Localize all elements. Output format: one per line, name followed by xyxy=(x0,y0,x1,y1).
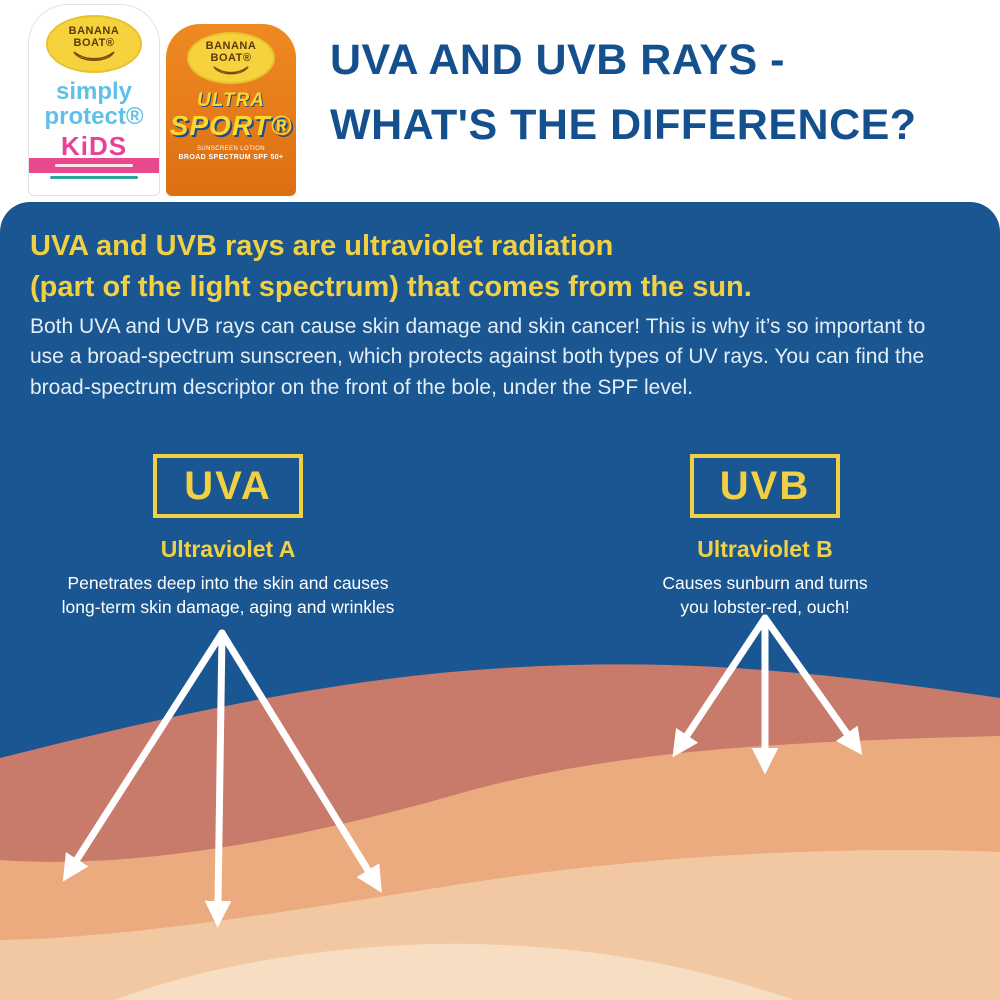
banana-boat-logo: BANANA BOAT® xyxy=(187,32,275,84)
bottle-ultra-sport: BANANA BOAT® ULTRA SPORT® SUNSCREEN LOTI… xyxy=(166,24,296,196)
page-title-line1: UVA AND UVB RAYS - xyxy=(330,36,785,84)
uva-description: Penetrates deep into the skin and causes… xyxy=(61,573,395,618)
pink-band-decoration xyxy=(29,158,159,173)
banana-icon xyxy=(213,65,249,74)
uva-title: Ultraviolet A xyxy=(160,536,296,562)
banana-boat-logo: BANANA BOAT® xyxy=(46,15,142,73)
product-name-ultra: ULTRA xyxy=(197,90,265,111)
uvb-title: Ultraviolet B xyxy=(697,536,833,562)
header: BANANA BOAT® simply protect® KiDS xyxy=(0,0,1000,202)
uvb-box: UVB xyxy=(690,454,840,518)
skin-diagram xyxy=(0,614,1000,1000)
uva-rays-arrows xyxy=(62,629,382,928)
product-subtext: SUNSCREEN LOTION BROAD SPECTRUM SPF 50+ xyxy=(178,146,284,161)
product-kids-label: KiDS xyxy=(60,131,128,162)
intro-headline: UVA and UVB rays are ultraviolet radiati… xyxy=(30,230,752,303)
bottle-simply-protect: BANANA BOAT® simply protect® KiDS xyxy=(28,4,160,196)
product-name-sport: SPORT® xyxy=(169,110,293,141)
uvb-description: Causes sunburn and turns you lobster-red… xyxy=(662,573,868,618)
skin-layer-4 xyxy=(115,943,795,1000)
page-title-line2: WHAT'S THE DIFFERENCE? xyxy=(330,100,917,149)
uva-box: UVA xyxy=(153,454,303,518)
logo-text: BANANA xyxy=(205,39,257,52)
uvb-column: UVB Ultraviolet B Causes sunburn and tur… xyxy=(585,454,945,619)
uvb-rays-arrows xyxy=(672,614,863,775)
page-title: UVA AND UVB RAYS - WHAT'S THE DIFFERENCE… xyxy=(330,28,917,157)
skin-layer-3 xyxy=(0,850,1000,1000)
logo-text: BANANA xyxy=(68,24,120,37)
product-name: simply protect® xyxy=(44,78,144,131)
uva-column: UVA Ultraviolet A Penetrates deep into t… xyxy=(48,454,408,619)
logo-text: BOAT® xyxy=(73,36,115,49)
intro-body: Both UVA and UVB rays can cause skin dam… xyxy=(30,315,926,399)
logo-text: BOAT® xyxy=(210,51,252,64)
banana-icon xyxy=(73,50,115,61)
info-panel: UVA and UVB rays are ultraviolet radiati… xyxy=(0,202,1000,1000)
